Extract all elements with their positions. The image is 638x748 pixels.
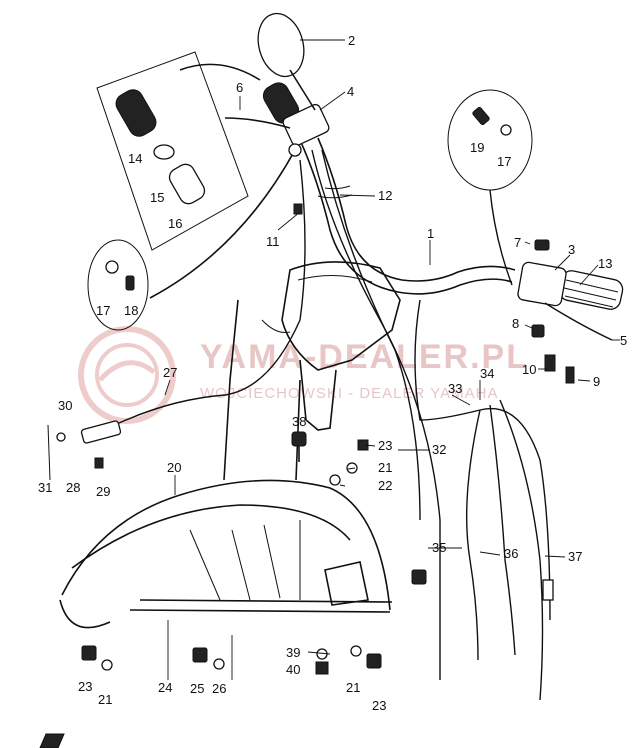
watermark-logo-swoosh xyxy=(98,360,156,382)
mirror xyxy=(257,12,316,111)
callout-labels: 2 4 6 14 15 16 12 11 1 19 17 7 3 13 17 1… xyxy=(38,33,627,713)
callout-23-bottom-left: 23 xyxy=(78,679,92,694)
control-cables xyxy=(94,149,554,701)
front-fender xyxy=(59,479,393,629)
callout-9: 9 xyxy=(593,374,600,389)
callout-33: 33 xyxy=(448,381,462,396)
callout-29: 29 xyxy=(96,484,110,499)
left-grip xyxy=(224,82,330,147)
callout-22: 22 xyxy=(378,478,392,493)
callout-23-bottom-right: 23 xyxy=(372,698,386,713)
callout-11: 11 xyxy=(266,234,280,249)
callout-25: 25 xyxy=(190,681,204,696)
callout-30: 30 xyxy=(58,398,72,413)
callout-5: 5 xyxy=(620,333,627,348)
watermark-logo-outer xyxy=(78,326,176,424)
callout-17-left: 17 xyxy=(96,303,110,318)
callout-40: 40 xyxy=(286,662,300,677)
callout-8: 8 xyxy=(512,316,519,331)
callout-6: 6 xyxy=(236,80,243,95)
callout-1: 1 xyxy=(427,226,434,241)
callout-37: 37 xyxy=(568,549,582,564)
watermark-brand: YAMA-DEALER.PL xyxy=(200,338,529,376)
callout-27: 27 xyxy=(163,365,177,380)
callout-21-mid: 21 xyxy=(378,460,392,475)
callout-23-mid: 23 xyxy=(378,438,392,453)
callout-20: 20 xyxy=(167,460,181,475)
callout-19: 19 xyxy=(470,140,484,155)
callout-34: 34 xyxy=(480,366,494,381)
watermark: YAMA-DEALER.PL WOJCIECHOWSKI - DEALER YA… xyxy=(78,326,529,424)
callout-13: 13 xyxy=(598,256,612,271)
callout-18: 18 xyxy=(124,303,138,318)
callout-36: 36 xyxy=(504,546,518,561)
corner-logo xyxy=(39,733,65,748)
callout-2: 2 xyxy=(348,33,355,48)
callout-24: 24 xyxy=(158,680,172,695)
inset-oval-right xyxy=(447,89,533,286)
callout-31: 31 xyxy=(38,480,52,495)
callout-14: 14 xyxy=(128,151,142,166)
fork-top xyxy=(223,261,401,481)
callout-21-bottom-left: 21 xyxy=(98,692,112,707)
callout-10: 10 xyxy=(522,362,536,377)
callout-38: 38 xyxy=(292,414,306,429)
hardware xyxy=(47,143,575,675)
watermark-logo-inner xyxy=(95,343,159,407)
callout-3: 3 xyxy=(568,242,575,257)
inset-box xyxy=(96,51,249,251)
callout-39: 39 xyxy=(286,645,300,660)
callout-16: 16 xyxy=(168,216,182,231)
callout-15: 15 xyxy=(150,190,164,205)
watermark-subtitle: WOJCIECHOWSKI - DEALER YAMAHA xyxy=(200,385,498,402)
callout-21-bottom-right: 21 xyxy=(346,680,360,695)
callout-26: 26 xyxy=(212,681,226,696)
inset-oval-left xyxy=(87,63,296,331)
callout-28: 28 xyxy=(66,480,80,495)
callout-7: 7 xyxy=(514,235,521,250)
right-grip xyxy=(517,261,624,341)
callout-32: 32 xyxy=(432,442,446,457)
callout-17-top: 17 xyxy=(497,154,511,169)
callout-12: 12 xyxy=(378,188,392,203)
callout-35: 35 xyxy=(432,540,446,555)
leader-lines xyxy=(164,39,620,680)
callout-4: 4 xyxy=(347,84,354,99)
